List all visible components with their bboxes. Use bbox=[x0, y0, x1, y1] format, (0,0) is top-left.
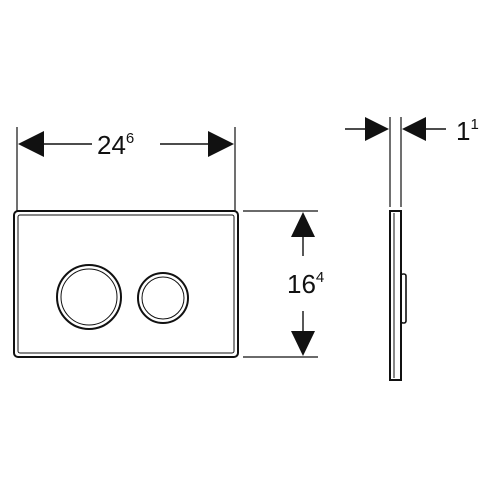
height-value: 16 bbox=[287, 269, 316, 299]
button-protrusion-profile bbox=[400, 273, 407, 324]
plate-side-profile bbox=[389, 210, 402, 381]
thickness-arrow-left bbox=[365, 117, 389, 141]
thickness-value-sup: 1 bbox=[470, 116, 478, 133]
front-view bbox=[13, 127, 318, 358]
thickness-value: 1 bbox=[456, 116, 470, 146]
width-value: 24 bbox=[97, 130, 126, 160]
plate-inner-outline bbox=[17, 214, 235, 354]
height-arrow-top bbox=[291, 212, 315, 237]
plate-outer-outline bbox=[13, 210, 239, 358]
small-flush-button bbox=[137, 272, 189, 324]
thickness-dimension-label: 11 bbox=[456, 116, 479, 146]
width-value-sup: 6 bbox=[126, 130, 134, 147]
large-flush-button bbox=[56, 264, 122, 330]
thickness-arrow-right bbox=[402, 117, 426, 141]
small-flush-button-inner bbox=[141, 276, 185, 320]
width-arrow-right bbox=[208, 131, 234, 157]
side-view bbox=[345, 117, 446, 381]
height-value-sup: 4 bbox=[316, 269, 324, 286]
large-flush-button-inner bbox=[60, 268, 118, 326]
height-arrow-bottom bbox=[291, 331, 315, 356]
width-dimension-label: 246 bbox=[97, 130, 134, 160]
height-dimension-label: 164 bbox=[287, 269, 324, 299]
width-arrow-left bbox=[18, 131, 44, 157]
